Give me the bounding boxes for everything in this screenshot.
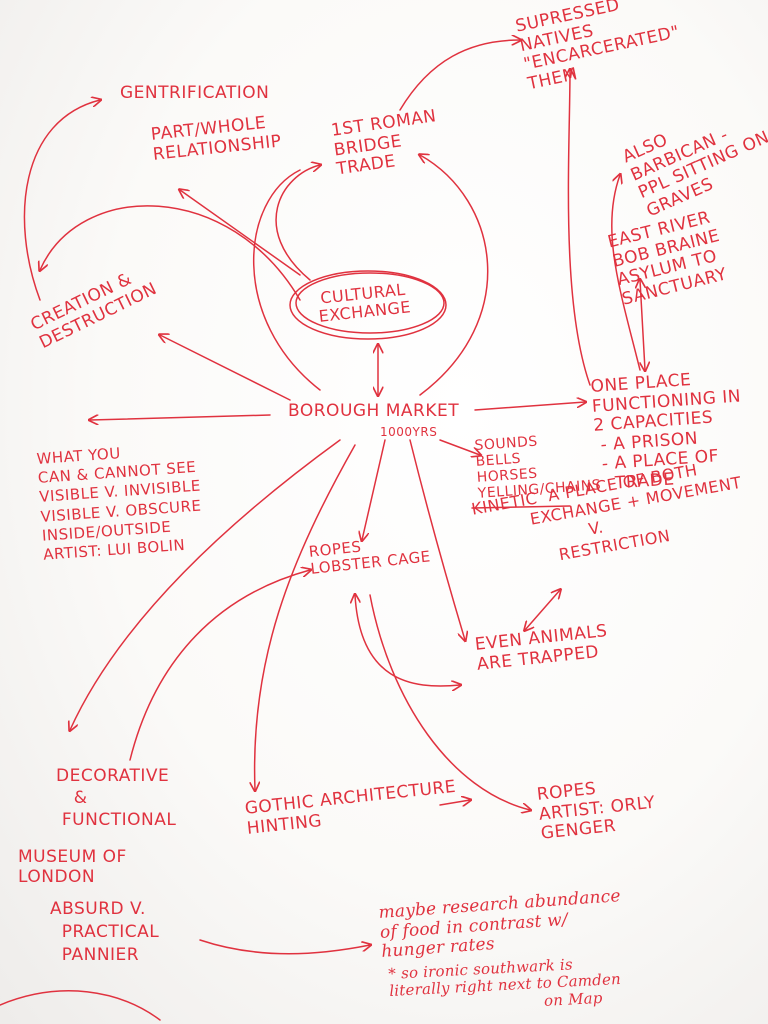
arrow-oneplace-supressed [568,70,591,386]
note-decorative: DECORATIVE & FUNCTIONAL [56,766,177,831]
arrow-oneplace-barbican [611,175,641,371]
arrow-borough-creation [160,335,291,401]
cultural-exchange-ellipse-inner [295,272,445,334]
arrow-exchange-bridge [275,165,320,281]
arrow-borough-bridge-left [253,169,321,391]
arrow-borough-bridge-right [420,155,489,396]
note-museum: MUSEUM OF LONDON [18,847,127,887]
arrow-ropes-artist [369,594,530,810]
arrow-exchange-creation [40,205,301,301]
cultural-exchange-ellipse [289,270,447,340]
arrow-bridge-supressed [399,40,520,111]
arrow-borough-oneplace [474,402,585,411]
note-years: 1000YRS [380,425,438,439]
arrow-borough-whatyou [90,414,271,420]
arrow-borough-gothic [255,444,356,790]
arrow-gothic-right [439,800,470,805]
arrow-borough-ropes [362,439,386,540]
arrow-animals-kinetic [525,590,560,630]
arrow-borough-decorative [70,439,341,730]
bottom-curve [0,990,161,1021]
arrow-borough-sounds [439,439,480,455]
arrow-oneplace-eastriver [640,280,645,370]
arrow-ropes-decorative [129,570,310,761]
arrow-creation-gentrification [23,100,100,301]
note-gentrification: GENTRIFICATION [120,83,270,103]
note-ropes-artist: ROPES ARTIST: ORLY GENGER [535,778,657,844]
arrow-pannier-research [199,939,370,955]
arrow-partwhole-exchange [180,190,301,276]
note-absurd: ABSURD V. PRACTICAL PANNIER [50,899,160,965]
note-borough-market: BOROUGH MARKET [288,401,460,421]
underline-yelling [471,505,571,509]
note-what-you: WHAT YOU CAN & CANNOT SEE VISIBLE V. INV… [36,444,202,564]
arrow-ropes-animals [355,595,460,686]
